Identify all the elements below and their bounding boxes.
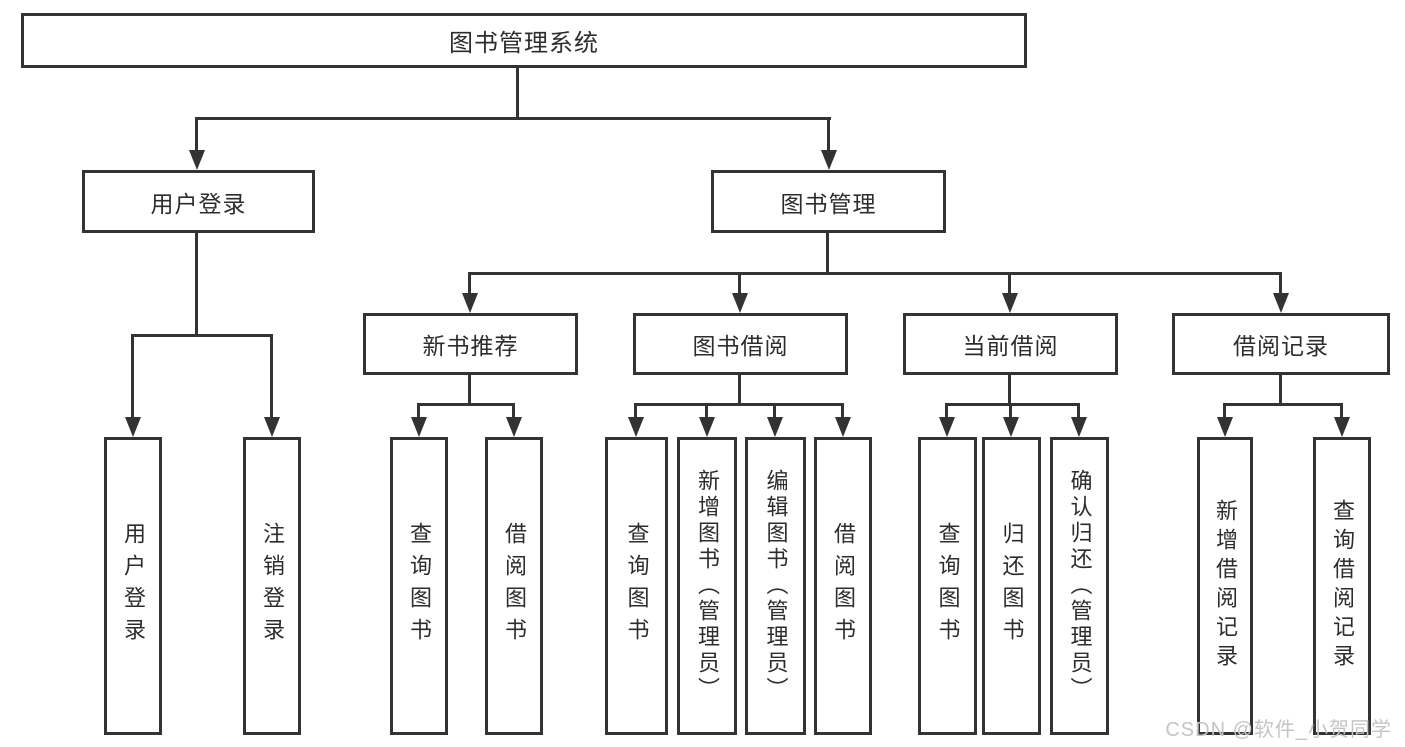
leaf-add-books-admin: 新增图书（管理员） <box>677 437 737 735</box>
connector-stub <box>1223 403 1226 420</box>
node-current-borrow-label: 当前借阅 <box>962 333 1059 359</box>
leaf-return-books-label: 归还图书 <box>999 522 1025 650</box>
connector-to-user-login <box>195 117 198 152</box>
connector-root-drop <box>516 68 519 120</box>
node-book-borrow: 图书借阅 <box>633 313 848 375</box>
arrow-down-icon <box>125 417 141 437</box>
node-book-management-label: 图书管理 <box>780 190 877 217</box>
leaf-borrow-books-label: 借阅图书 <box>831 522 856 650</box>
leaf-user-login-label: 用户登录 <box>121 522 146 650</box>
leaf-add-books-admin-label: 新增图书（管理员） <box>695 469 720 703</box>
connector-stub <box>1009 403 1012 420</box>
connector-bookborrow-drop <box>738 375 741 406</box>
arrow-down-icon <box>1334 417 1350 437</box>
leaf-edit-books-admin: 编辑图书（管理员） <box>745 437 806 735</box>
leaf-borrow-books: 借阅图书 <box>814 437 872 735</box>
connector-root-split <box>195 117 831 120</box>
connector-stub <box>1077 403 1080 420</box>
leaf-query-books-current-label: 查询图书 <box>935 522 961 650</box>
arrow-down-icon <box>1003 417 1019 437</box>
node-new-book-recommend: 新书推荐 <box>363 313 578 375</box>
node-book-borrow-label: 图书借阅 <box>692 333 789 359</box>
arrow-down-icon <box>939 417 955 437</box>
leaf-add-borrow-record-label: 新增借阅记录 <box>1213 499 1238 673</box>
connector-stub <box>634 403 637 420</box>
connector-newbook-drop <box>468 375 471 406</box>
arrow-down-icon <box>699 417 715 437</box>
connector-currentborrow-split <box>945 403 1080 406</box>
arrow-down-icon <box>821 150 837 170</box>
arrow-down-icon <box>628 417 644 437</box>
leaf-edit-books-admin-label: 编辑图书（管理员） <box>763 469 789 703</box>
arrow-down-icon <box>462 293 478 313</box>
node-new-book-recommend-label: 新书推荐 <box>422 333 519 359</box>
connector-to-new-book <box>468 272 471 295</box>
arrow-down-icon <box>767 417 783 437</box>
connector-bookborrow-split <box>634 403 844 406</box>
leaf-query-books-borrow: 查询图书 <box>605 437 668 735</box>
connector-to-current-borrow <box>1008 272 1011 295</box>
leaf-borrow-books-newbook: 借阅图书 <box>485 437 543 735</box>
csdn-watermark: CSDN @软件_小贺同学 <box>1165 719 1392 741</box>
arrow-down-icon <box>411 417 427 437</box>
leaf-query-books-current: 查询图书 <box>918 437 977 735</box>
connector-to-leaf-user-login <box>131 334 134 420</box>
leaf-add-borrow-record: 新增借阅记录 <box>1197 437 1253 735</box>
connector-stub <box>1340 403 1343 420</box>
leaf-query-borrow-record-label: 查询借阅记录 <box>1330 499 1355 673</box>
connector-stub <box>945 403 948 420</box>
node-current-borrow: 当前借阅 <box>903 313 1118 375</box>
arrow-down-icon <box>189 150 205 170</box>
arrow-down-icon <box>264 417 280 437</box>
arrow-down-icon <box>1071 417 1087 437</box>
node-user-login: 用户登录 <box>82 170 315 233</box>
node-user-login-label: 用户登录 <box>150 190 247 217</box>
connector-newbook-split <box>417 403 515 406</box>
connector-userlogin-drop <box>195 233 198 337</box>
node-borrow-records-label: 借阅记录 <box>1233 333 1329 359</box>
connector-to-leaf-logout <box>270 334 273 420</box>
connector-stub <box>417 403 420 420</box>
connector-bookmgmt-split <box>468 272 1282 275</box>
connector-borrowrecords-drop <box>1279 375 1282 406</box>
arrow-down-icon <box>1217 417 1233 437</box>
connector-userlogin-split <box>131 334 273 337</box>
arrow-down-icon <box>1273 293 1289 313</box>
node-library-system: 图书管理系统 <box>21 13 1027 68</box>
connector-stub <box>841 403 844 420</box>
connector-currentborrow-drop <box>1008 375 1011 406</box>
node-library-system-label: 图书管理系统 <box>449 30 599 57</box>
leaf-confirm-return-admin-label: 确认归还（管理员） <box>1067 469 1093 703</box>
leaf-user-login: 用户登录 <box>104 437 162 735</box>
connector-stub <box>773 403 776 420</box>
connector-to-borrow-records <box>1279 272 1282 295</box>
leaf-query-books-newbook: 查询图书 <box>390 437 448 735</box>
connector-to-book-borrow <box>738 272 741 295</box>
connector-to-book-management <box>827 117 830 152</box>
connector-stub <box>512 403 515 420</box>
leaf-logout: 注销登录 <box>243 437 301 735</box>
leaf-query-borrow-record: 查询借阅记录 <box>1313 437 1371 735</box>
leaf-borrow-books-newbook-label: 借阅图书 <box>502 522 527 650</box>
arrow-down-icon <box>506 417 522 437</box>
leaf-return-books: 归还图书 <box>982 437 1041 735</box>
leaf-query-books-newbook-label: 查询图书 <box>407 522 432 650</box>
node-book-management: 图书管理 <box>711 170 946 233</box>
connector-borrowrecords-split <box>1223 403 1343 406</box>
connector-stub <box>705 403 708 420</box>
arrow-down-icon <box>1002 293 1018 313</box>
leaf-confirm-return-admin: 确认归还（管理员） <box>1050 437 1109 735</box>
leaf-logout-label: 注销登录 <box>260 522 285 650</box>
node-borrow-records: 借阅记录 <box>1172 313 1390 375</box>
leaf-query-books-borrow-label: 查询图书 <box>624 522 650 650</box>
connector-bookmgmt-drop <box>826 233 829 275</box>
arrow-down-icon <box>835 417 851 437</box>
arrow-down-icon <box>732 293 748 313</box>
